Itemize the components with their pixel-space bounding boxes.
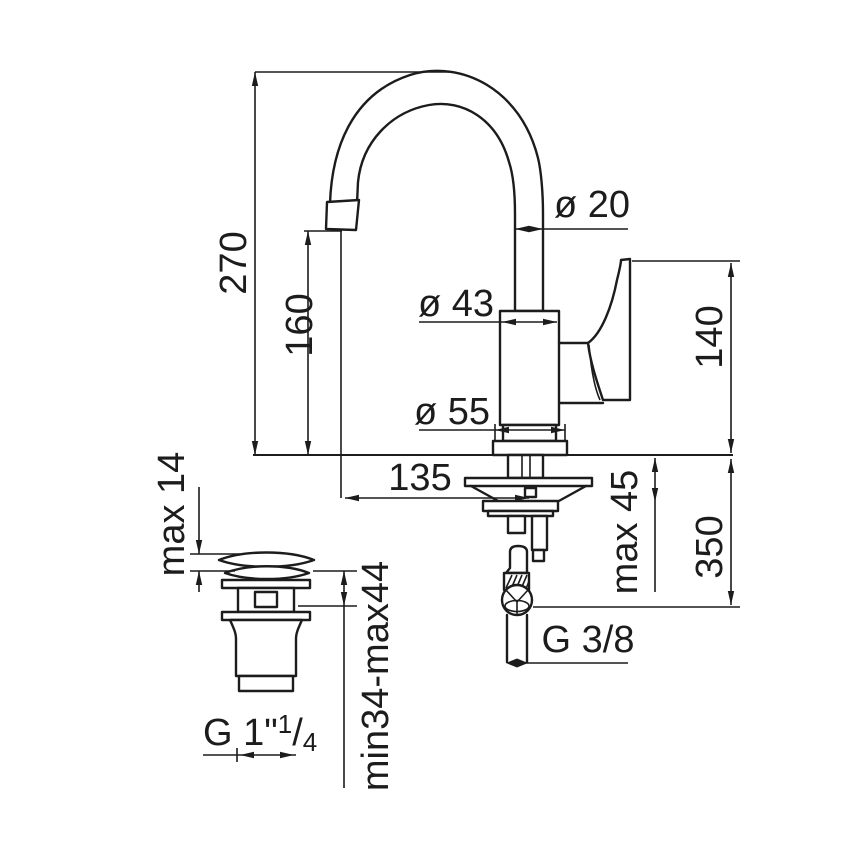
waste-thread-prefix: G 1"	[203, 712, 278, 754]
underbody-foot	[531, 548, 546, 563]
dim-160-lines	[304, 230, 342, 455]
arrowhead	[727, 263, 735, 277]
dimension-lines	[190, 71, 740, 788]
waste-thread-denominator: 4	[303, 727, 317, 757]
handle-lever	[586, 257, 632, 402]
dimension-labels: 270 160 ø 20 ø 43 ø 55 140 135 max 45 35…	[151, 184, 731, 791]
mounting-wedges	[469, 484, 588, 504]
mounting-plate	[463, 476, 594, 488]
arrowhead	[529, 225, 543, 233]
waste-body	[228, 618, 304, 678]
threaded-shank	[506, 453, 545, 480]
dim-waste-range-label: min34-max44	[355, 561, 397, 791]
waste-cap	[217, 551, 316, 568]
dim-waste-cap-height-label: max 14	[151, 452, 193, 577]
stud-nut	[523, 486, 538, 499]
faucet-body	[498, 309, 561, 427]
dim-350-lines	[533, 459, 740, 608]
faucet-body-lower	[501, 423, 558, 443]
waste-thread-numerator: 1	[278, 709, 292, 739]
arrowhead	[727, 591, 735, 605]
diamond-marker	[506, 658, 528, 668]
arrowhead	[251, 72, 259, 86]
dim-hose-thread-label: G 3/8	[542, 619, 635, 661]
arrowhead	[651, 458, 659, 472]
faucet-outline	[324, 69, 632, 457]
arrowhead	[195, 540, 203, 554]
dim-body-diameter-label: ø 43	[418, 283, 494, 325]
dim-max-deck-label: max 45	[604, 470, 646, 595]
arrowhead	[240, 751, 254, 759]
waste-thread-slash: /	[292, 712, 303, 754]
dim-270-lines	[254, 71, 452, 455]
arrowhead	[340, 592, 348, 606]
arrowhead	[495, 426, 509, 434]
dim-140-lines	[632, 260, 740, 453]
arrowhead	[251, 441, 259, 455]
shank-thread-lines	[521, 455, 531, 478]
hose-end-pipe	[505, 613, 529, 664]
dim-outlet-height-label: 160	[279, 293, 321, 356]
body-handle-step	[557, 341, 605, 405]
dim-base-diameter-label: ø 55	[414, 391, 490, 433]
dim-overall-height-label: 270	[213, 231, 255, 294]
arrowhead	[727, 439, 735, 453]
arrowhead	[304, 231, 312, 245]
dim-spout-diameter-label: ø 20	[554, 184, 630, 226]
arrowhead	[195, 571, 203, 585]
waste-overflow-hole	[253, 590, 279, 609]
arrowhead	[345, 494, 359, 502]
dim-waste-thread-label: G 1"1/4	[203, 709, 317, 757]
underbody-right-block	[530, 514, 549, 552]
spout-gooseneck	[328, 69, 545, 313]
dim-d55-lines	[419, 424, 566, 441]
arrowhead	[502, 318, 516, 326]
arrowhead	[280, 751, 294, 759]
arrowhead	[304, 441, 312, 455]
dim-handle-height-label: 140	[689, 305, 731, 368]
arrowhead	[515, 225, 529, 233]
hex-bottom-ellipse	[504, 599, 530, 613]
arrowhead	[651, 488, 659, 502]
underbody-left-block	[506, 514, 527, 535]
arrowhead	[551, 426, 565, 434]
underdeck-assembly	[463, 453, 594, 664]
faucet-base-flange	[491, 439, 569, 457]
arrowhead	[340, 571, 348, 585]
dim-minmax-lines	[298, 570, 357, 788]
dim-spout-reach-label: 135	[388, 457, 451, 499]
arrowhead	[543, 318, 557, 326]
waste-thread-collar	[237, 674, 295, 693]
spout-aerator-tip	[324, 198, 361, 232]
hose-rib-hatching	[505, 574, 530, 590]
dim-hose-drop-label: 350	[689, 515, 731, 578]
clamp-flange	[481, 499, 560, 513]
arrowhead	[727, 459, 735, 473]
popup-waste	[217, 551, 316, 693]
hose-top	[504, 544, 529, 575]
handle-inner-curve	[588, 344, 601, 401]
arrowhead	[515, 494, 529, 502]
waste-cap-rim	[223, 565, 311, 581]
